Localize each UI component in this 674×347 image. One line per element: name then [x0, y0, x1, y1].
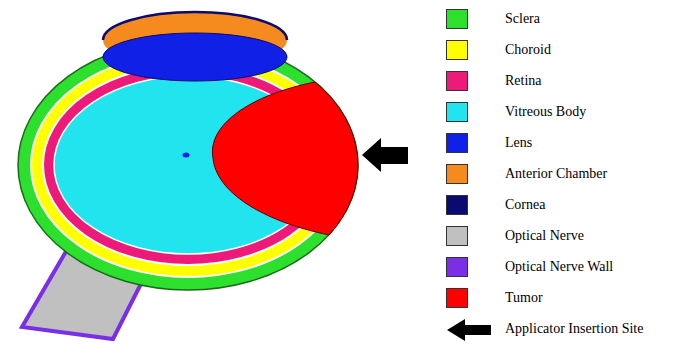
- legend-swatch: [446, 71, 468, 91]
- legend-swatch: [446, 133, 468, 153]
- arrow-shape: [447, 319, 491, 341]
- legend-label: Optical Nerve: [505, 227, 584, 245]
- legend-swatch: [446, 195, 468, 215]
- legend-label: Choroid: [505, 41, 551, 59]
- legend-swatch: [446, 226, 468, 246]
- legend-swatch: [446, 257, 468, 277]
- legend-label: Vitreous Body: [505, 103, 586, 121]
- lens-body: [103, 33, 287, 81]
- legend-swatch: [446, 9, 468, 29]
- legend-swatch: [446, 288, 468, 308]
- insertion-arrow: [362, 138, 408, 172]
- legend-label: Anterior Chamber: [505, 165, 607, 183]
- legend-swatch: [446, 102, 468, 122]
- tumor-region: [212, 82, 358, 235]
- legend-label: Applicator Insertion Site: [505, 320, 643, 338]
- arrow-symbol: [446, 318, 492, 342]
- legend-label: Retina: [505, 72, 542, 90]
- legend-label: Cornea: [505, 196, 545, 214]
- center-dot: [183, 153, 190, 158]
- legend-swatch: [446, 40, 468, 60]
- legend-entry: Optical Nerve Wall: [446, 256, 671, 280]
- legend-label: Optical Nerve Wall: [505, 258, 613, 276]
- legend-label: Tumor: [505, 289, 543, 307]
- legend-entry: Optical Nerve: [446, 225, 671, 249]
- legend-entry: Choroid: [446, 39, 671, 63]
- legend-label: Sclera: [505, 10, 540, 28]
- legend-entry: Cornea: [446, 194, 671, 218]
- legend-label: Lens: [505, 134, 532, 152]
- legend-swatch: [446, 164, 468, 184]
- legend-entry: Sclera: [446, 8, 671, 32]
- legend-entry: Vitreous Body: [446, 101, 671, 125]
- legend-entry: Anterior Chamber: [446, 163, 671, 187]
- legend-entry: Applicator Insertion Site: [446, 318, 671, 342]
- legend-entry: Retina: [446, 70, 671, 94]
- legend-entry: Lens: [446, 132, 671, 156]
- legend-entry: Tumor: [446, 287, 671, 311]
